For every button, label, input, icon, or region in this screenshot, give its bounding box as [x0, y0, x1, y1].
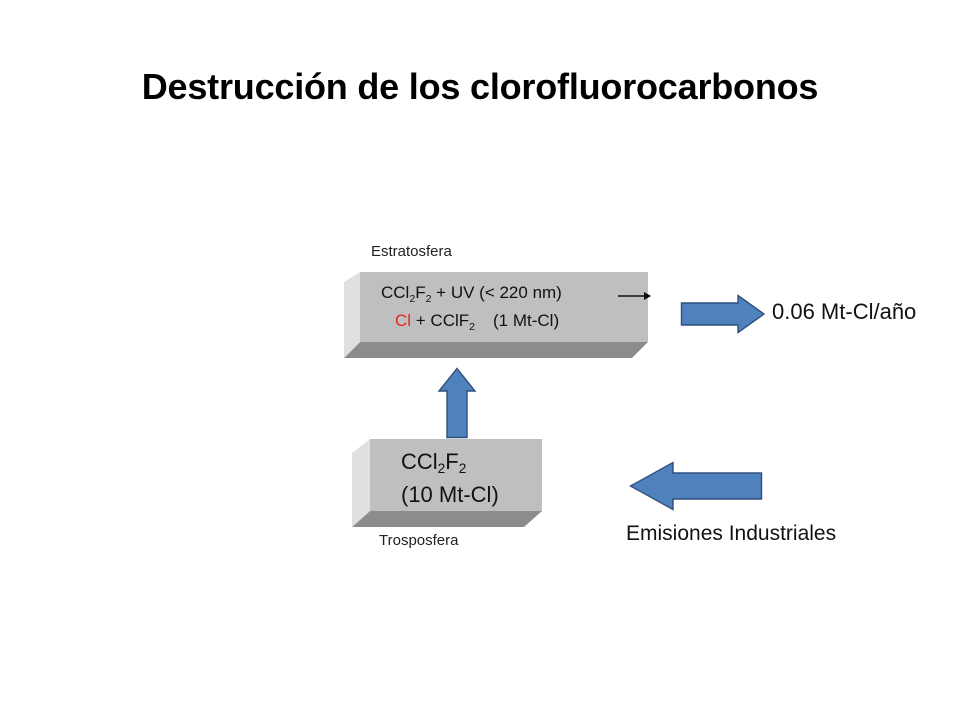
- loss-arrow-icon: [680, 294, 766, 334]
- stratosphere-reaction-line1: CCl2F2 + UV (< 220 nm): [381, 282, 562, 305]
- loss-rate-label: 0.06 Mt-Cl/año: [772, 299, 917, 324]
- cclf-product: + CClF: [411, 311, 470, 330]
- chlorine-product: Cl: [395, 311, 412, 330]
- formula-sub: 2: [458, 461, 467, 476]
- formula-f: F: [415, 283, 426, 302]
- stratosphere-label: Estratosfera: [371, 243, 452, 260]
- reaction-condition: + UV (< 220 nm): [431, 283, 562, 302]
- right-arrow-head-icon: [644, 292, 651, 300]
- stratosphere-reaction-line2: Cl + CClF2 (1 Mt-Cl): [395, 310, 560, 333]
- formula-ccl: CCl: [401, 449, 438, 474]
- formula-sub: 2: [409, 293, 416, 305]
- up-transport-arrow-icon: [437, 367, 477, 439]
- stratosphere-box: [344, 272, 651, 358]
- stratosphere-amount: (1 Mt-Cl): [493, 311, 560, 330]
- formula-sub: 2: [425, 293, 432, 305]
- troposphere-amount: (10 Mt-Cl): [401, 482, 499, 507]
- formula-ccl: CCl: [381, 283, 410, 302]
- emissions-label: Emisiones Industriales: [626, 522, 837, 545]
- slide-title: Destrucción de los clorofluorocarbonos: [141, 66, 819, 107]
- troposphere-label: Trosposfera: [379, 532, 459, 549]
- formula-sub: 2: [437, 461, 446, 476]
- formula-f: F: [445, 449, 459, 474]
- emissions-arrow-icon: [629, 461, 763, 511]
- troposphere-formula: CCl2F2: [401, 448, 466, 476]
- troposphere-box: [352, 439, 542, 527]
- formula-sub: 2: [469, 321, 476, 333]
